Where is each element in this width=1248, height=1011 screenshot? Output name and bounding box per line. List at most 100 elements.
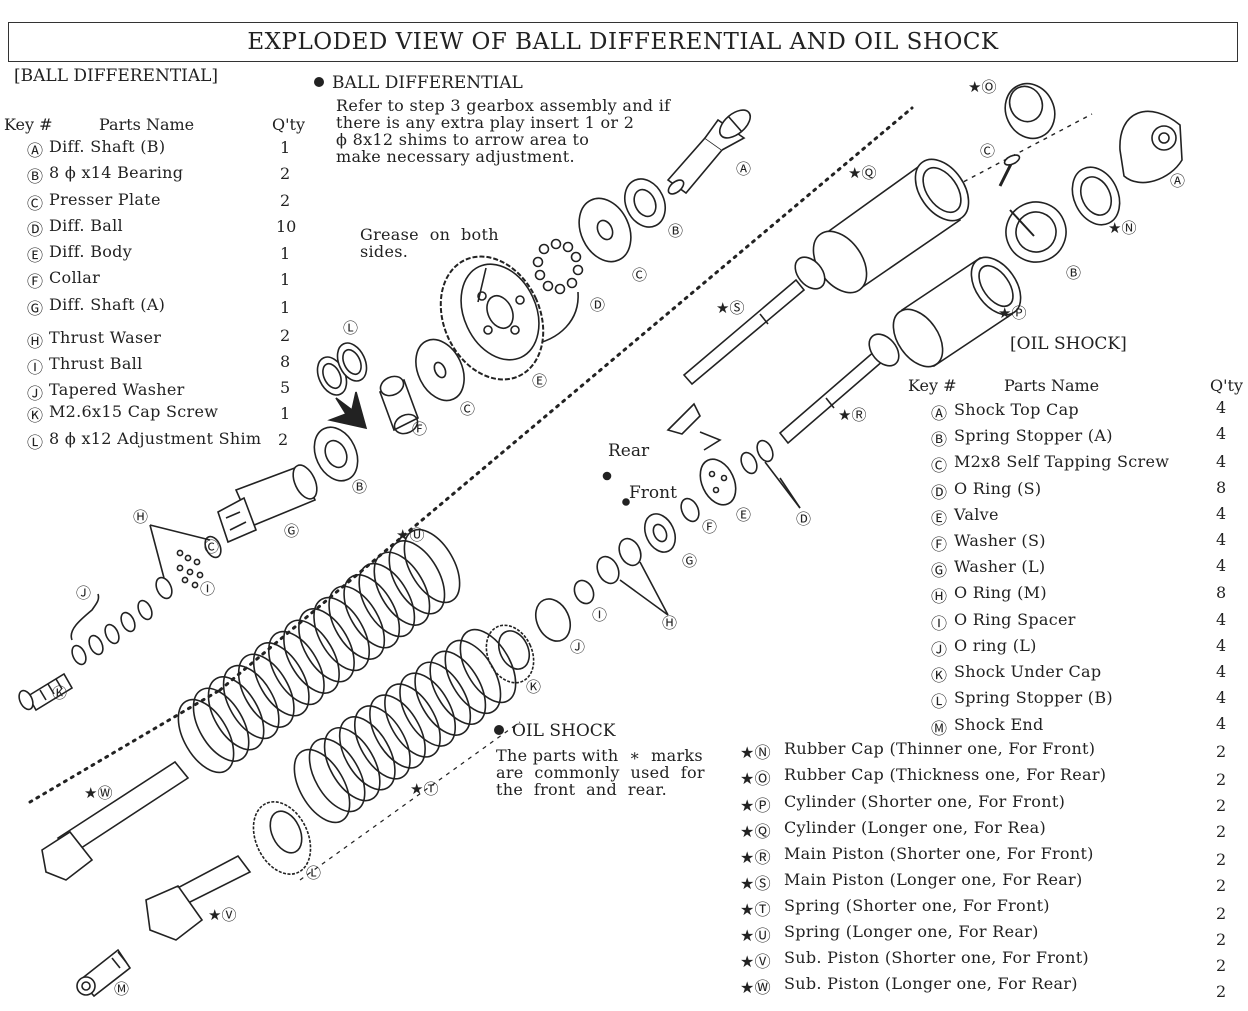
part-key: Ⓘ: [931, 614, 948, 633]
ball-diff-header-key: Key #: [4, 115, 53, 134]
part-qty: 4: [1216, 452, 1227, 471]
spring-coil: [323, 727, 381, 802]
part-key: Ⓐ: [27, 141, 44, 160]
tapered-washers: [70, 593, 153, 666]
shock-callout: Ⓘ: [592, 606, 607, 624]
spring-stopper-b: [252, 801, 312, 875]
shock-callout: ★Ⓞ: [968, 78, 996, 96]
part-name: Thrust Waser: [49, 328, 162, 347]
shock-top-cap: [1119, 110, 1183, 184]
part-name: M2x8 Self Tapping Screw: [954, 452, 1170, 471]
part-key: Ⓔ: [27, 246, 44, 265]
spring-coil: [353, 705, 411, 780]
part-key: Ⓛ: [931, 692, 948, 711]
spring-coil: [403, 528, 461, 604]
part-qty: 4: [1216, 398, 1227, 417]
spring-coil: [177, 698, 235, 774]
part-key: Ⓑ: [931, 430, 948, 449]
shock-callout: ★Ⓤ: [396, 526, 424, 544]
part-key: Ⓚ: [27, 406, 44, 425]
part-name: Valve: [954, 505, 999, 524]
shock-callout: Ⓛ: [306, 864, 321, 882]
diff-callout: Ⓙ: [76, 584, 91, 602]
part-key: ★Ⓝ: [740, 743, 771, 762]
part-qty: 4: [1216, 504, 1227, 523]
ball-diff-note-text: Refer to step 3 gearbox assembly and if …: [336, 96, 671, 166]
front-label: Front: [629, 483, 677, 503]
spring-coil: [237, 653, 295, 728]
part-name: 8 ϕ x12 Adjustment Shim: [49, 429, 262, 448]
diff-callout: Ⓑ: [352, 478, 367, 496]
part-name: Spring Stopper (B): [954, 688, 1113, 707]
spring-coil: [358, 562, 416, 638]
part-name: 8 ϕ x14 Bearing: [49, 163, 184, 182]
spring-coil: [388, 540, 446, 615]
spring-coil: [369, 694, 426, 769]
part-qty: 2: [280, 326, 291, 345]
main-piston-front: [778, 333, 900, 445]
part-name: Diff. Body: [49, 242, 133, 261]
spring-front: [293, 628, 517, 824]
oil-shock-header-key: Key #: [908, 376, 957, 395]
part-qty: 5: [280, 378, 291, 397]
spring-coil: [207, 676, 265, 751]
part-qty: 1: [280, 270, 291, 289]
spring-coil: [338, 716, 396, 791]
shock-callout: Ⓜ: [114, 980, 129, 998]
spring-coil: [267, 630, 325, 706]
part-name: Spring (Longer one, For Rear): [784, 922, 1039, 941]
shock-callout: Ⓖ: [682, 552, 697, 570]
shock-callout: Ⓗ: [662, 614, 677, 632]
part-key: Ⓘ: [27, 358, 44, 377]
part-name: Cylinder (Shorter one, For Front): [784, 792, 1066, 811]
note-heading-text: OIL SHOCK: [512, 721, 616, 741]
o-ring-l: [534, 598, 572, 642]
part-qty: 4: [1216, 530, 1227, 549]
part-qty: 4: [1216, 662, 1227, 681]
part-key: ★Ⓦ: [740, 978, 771, 997]
part-qty: 2: [1216, 822, 1227, 841]
part-key: ★Ⓢ: [740, 874, 771, 893]
ball-diff-header-qty: Q'ty: [272, 115, 305, 134]
part-qty: 1: [280, 298, 291, 317]
part-qty: 1: [280, 404, 291, 423]
shock-callout: ★Ⓥ: [208, 906, 236, 924]
rear-front-markers: [602, 471, 630, 506]
part-key: Ⓒ: [931, 456, 948, 475]
ball-diff-note-heading: BALL DIFFERENTIAL: [314, 73, 523, 93]
thrust-washer: [149, 524, 222, 600]
bullet-icon: [494, 725, 504, 735]
part-qty: 8: [280, 352, 291, 371]
shock-callout: Ⓙ: [570, 638, 585, 656]
divider-line-shock-lower: [299, 721, 521, 881]
main-piston-rear: [682, 256, 826, 386]
part-qty: 2: [1216, 742, 1227, 761]
part-qty: 2: [280, 164, 291, 183]
part-name: Shock Top Cap: [954, 400, 1079, 419]
oil-shock-note-heading: OIL SHOCK: [494, 721, 615, 741]
shock-callout: ★Ⓦ: [84, 784, 112, 802]
direction-arrows: [666, 402, 722, 451]
shock-callout: Ⓐ: [1170, 172, 1185, 190]
oil-shock-note-text: The parts with ∗ marks are commonly used…: [496, 746, 705, 799]
part-key: Ⓕ: [931, 535, 948, 554]
spring-coil: [283, 619, 340, 694]
diff-callout: Ⓚ: [52, 684, 67, 702]
part-name: Presser Plate: [49, 190, 161, 209]
part-name: O Ring (S): [954, 479, 1042, 498]
sub-piston-front: [145, 854, 252, 941]
diff-callout: Ⓒ: [204, 538, 219, 556]
washer-s: [680, 497, 700, 523]
part-name: Diff. Ball: [49, 216, 123, 235]
shock-callout: ★Ⓡ: [838, 406, 866, 424]
part-qty: 8: [1216, 583, 1227, 602]
part-qty: 2: [278, 430, 289, 449]
part-key: ★Ⓠ: [740, 822, 771, 841]
spring-coil: [444, 639, 502, 715]
spring-coil: [373, 551, 431, 626]
part-qty: 4: [1216, 688, 1227, 707]
part-name: O Ring Spacer: [954, 610, 1076, 629]
spring-coil: [414, 661, 472, 736]
part-qty: 4: [1216, 610, 1227, 629]
page-title: EXPLODED VIEW OF BALL DIFFERENTIAL AND O…: [247, 29, 999, 55]
